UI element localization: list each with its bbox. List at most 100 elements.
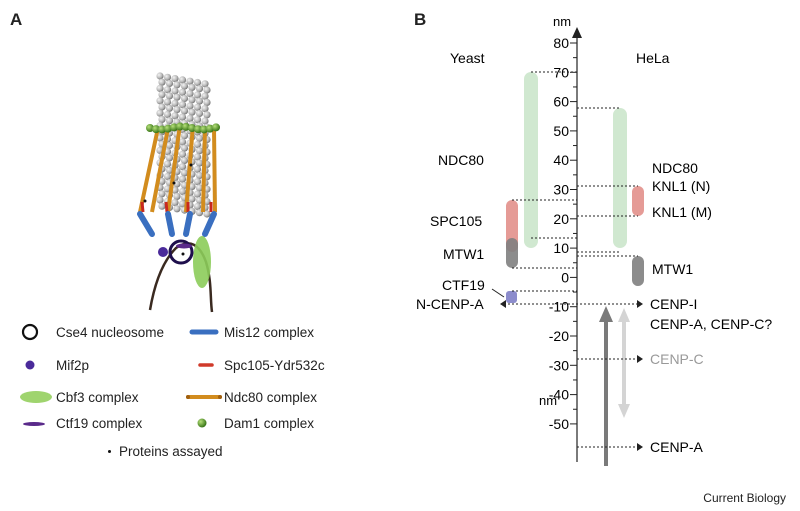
- hela-knl1-bar: [632, 186, 644, 216]
- tubulin-bead: [193, 178, 202, 186]
- dam1-bead: [170, 123, 178, 132]
- tubulin-bead: [178, 113, 187, 121]
- tubulin-bead: [163, 73, 172, 81]
- tubulin-bead: [178, 101, 187, 109]
- tubulin-bead: [165, 92, 174, 100]
- tubulin-bead: [201, 105, 209, 113]
- yeast-label-mtw1: MTW1: [443, 246, 484, 262]
- legend-mif2p: Mif2p: [18, 356, 89, 374]
- ctf19-pointer: [491, 288, 505, 298]
- axis-unit-bottom: nm: [539, 393, 557, 408]
- arrowhead-left-icon: [500, 300, 506, 308]
- tubulin-bead: [173, 192, 181, 200]
- yeast-mtw1-bar: [506, 238, 518, 268]
- ndc80-rods-icon: [138, 124, 217, 213]
- tubulin-bead: [165, 141, 174, 150]
- tubulin-bead: [195, 109, 204, 118]
- tubulin-bead: [165, 104, 174, 112]
- tubulin-bead: [201, 92, 209, 100]
- dam1-bead: [158, 125, 166, 134]
- tubulin-bead: [195, 171, 204, 180]
- tubulin-bead: [180, 132, 189, 140]
- yeast-ndc80-bar: [524, 72, 538, 248]
- tubulin-bead: [158, 91, 166, 99]
- axis-arrow-icon: [572, 27, 582, 38]
- tubulin-bead: [178, 175, 187, 183]
- tubulin-bead: [178, 88, 187, 96]
- tubulin-bead: [188, 195, 196, 203]
- tubulin-bead: [156, 84, 164, 92]
- mif2p-icon: [18, 356, 56, 374]
- tubulin-bead: [201, 117, 209, 125]
- tubulin-bead: [203, 111, 211, 119]
- axis-tick-label: -40: [549, 387, 569, 403]
- tubulin-bead: [156, 72, 164, 80]
- dam1-bead: [188, 124, 196, 133]
- hela-label-cenpa: CENP-A: [650, 439, 704, 455]
- tubulin-bead: [173, 106, 181, 114]
- tubulin-bead: [178, 163, 187, 171]
- tubulin-bead: [171, 199, 179, 207]
- legend-label-dam1: Dam1 complex: [224, 415, 315, 431]
- tubulin-bead: [186, 90, 194, 98]
- hela-label-knl1n: KNL1 (N): [652, 178, 710, 194]
- axis-tick-label: 70: [553, 64, 569, 80]
- tubulin-bead: [156, 97, 164, 105]
- legend-dam1: Dam1 complex: [186, 414, 314, 432]
- dam1-ring-icon: [146, 122, 220, 134]
- tubulin-bead: [195, 184, 204, 192]
- legend-label-ctf19: Ctf19 complex: [56, 415, 143, 431]
- axis-tick-label: 20: [553, 211, 569, 227]
- yeast-label-ctf19: CTF19: [442, 277, 485, 293]
- tubulin-bead: [163, 110, 172, 119]
- legend-mis12: Mis12 complex: [186, 323, 314, 341]
- axis-tick-label: 0: [561, 269, 569, 285]
- dam1-icon: [186, 414, 224, 432]
- legend-label-ndc80: Ndc80 complex: [224, 389, 318, 405]
- tubulin-bead: [165, 154, 174, 162]
- legend-spc105: Spc105-Ydr532c: [186, 356, 325, 374]
- mif2p-icon: [158, 247, 168, 257]
- yeast-label-ndc80: NDC80: [438, 152, 484, 168]
- axis-tick-label: 80: [553, 35, 569, 51]
- tubulin-bead: [180, 94, 189, 103]
- tubulin-bead: [203, 210, 211, 218]
- tubulin-bead: [193, 116, 202, 124]
- legend-label-mif2p: Mif2p: [56, 357, 90, 373]
- axis-tick-label: 50: [553, 123, 569, 139]
- arrowhead-cenpc-icon: [637, 355, 643, 363]
- tubulin-bead: [178, 138, 187, 146]
- hela-label-ndc80: NDC80: [652, 160, 698, 176]
- tubulin-bead: [171, 99, 179, 107]
- tubulin-bead: [193, 140, 202, 149]
- dam1-bead: [206, 124, 214, 133]
- panel-label-b: B: [414, 10, 427, 29]
- tubulin-bead: [171, 112, 179, 120]
- legend-ndc80: Ndc80 complex: [186, 388, 317, 406]
- hela-mtw1-bar: [632, 256, 644, 286]
- hela-label-cenpac: CENP-A, CENP-C?: [650, 316, 772, 332]
- tubulin-bead: [180, 82, 189, 90]
- tubulin-bead: [203, 98, 211, 106]
- tubulin-bead: [180, 156, 189, 165]
- tubulin-bead: [193, 153, 202, 161]
- tubulin-bead: [195, 159, 204, 167]
- tubulin-bead: [193, 91, 202, 99]
- yeast-label-spc105: SPC105: [430, 213, 482, 229]
- tubulin-bead: [165, 117, 174, 125]
- axis-tick-label: -30: [549, 357, 569, 373]
- hela-ndc80-bar: [613, 108, 627, 248]
- axis-tick-label: -10: [549, 299, 569, 315]
- spc105-marks-icon: [140, 201, 213, 213]
- cbf3-icon: [18, 388, 56, 406]
- hela-label-mtw1: MTW1: [652, 261, 693, 277]
- dam1-bead: [152, 125, 160, 134]
- gray-arrow-icon: [599, 306, 613, 466]
- tubulin-bead: [195, 134, 204, 142]
- arrowhead-right-icon: [637, 300, 643, 308]
- legend-label-spc105: Spc105-Ydr532c: [224, 357, 325, 373]
- tubulin-bead: [188, 96, 196, 104]
- dot-icon: [108, 450, 111, 453]
